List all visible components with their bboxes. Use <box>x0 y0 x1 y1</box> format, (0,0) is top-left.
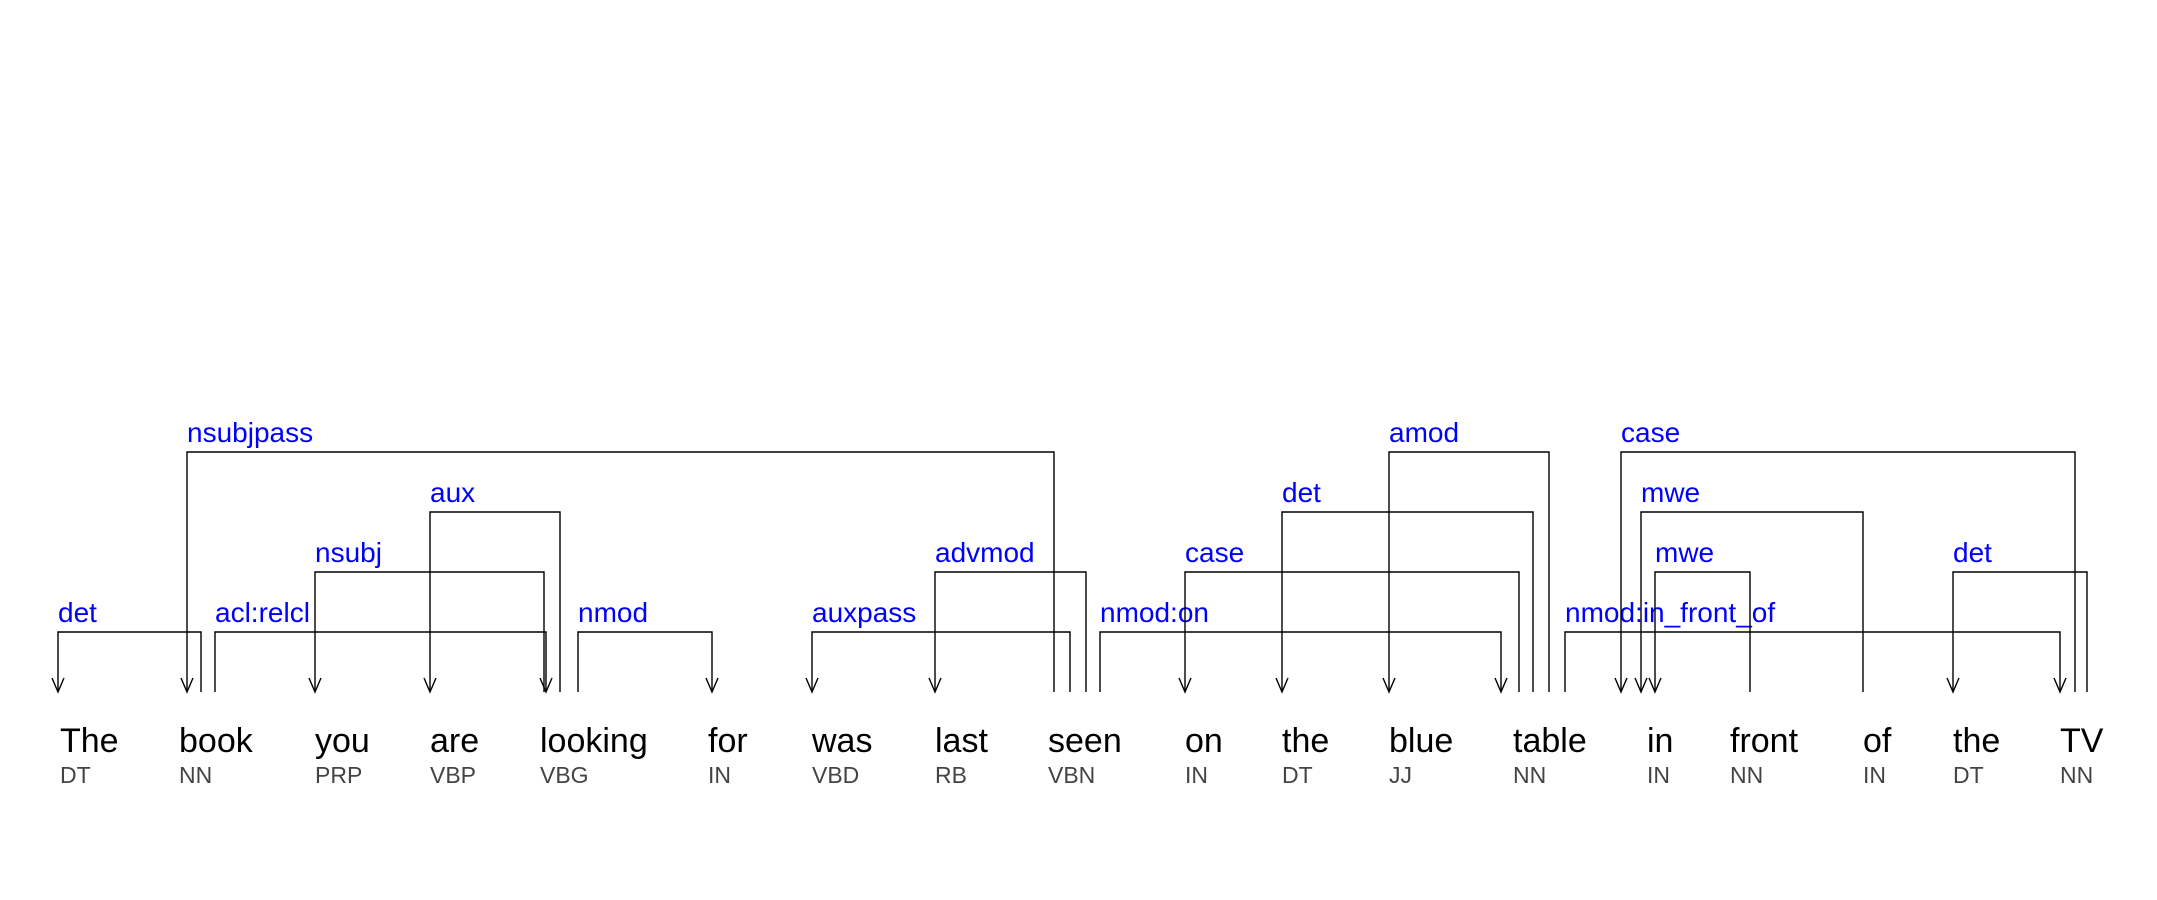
dependency-label: det <box>1953 537 1992 568</box>
token-pos-tag: RB <box>935 762 967 788</box>
arrowhead-icon <box>1634 677 1648 694</box>
arrowhead-icon <box>1275 677 1289 694</box>
arrowhead-icon <box>51 677 65 694</box>
token-pos-tag: IN <box>1647 762 1670 788</box>
token-pos-tag: PRP <box>315 762 362 788</box>
token-pos-tag: VBG <box>540 762 589 788</box>
token-word: of <box>1863 722 1892 760</box>
dependency-arc-det <box>1281 511 1534 692</box>
token-pos-tag: VBN <box>1048 762 1095 788</box>
token-word: you <box>315 722 370 760</box>
dependency-label: case <box>1621 417 1680 448</box>
arrowhead-icon <box>705 677 719 694</box>
dependency-label: advmod <box>935 537 1035 568</box>
token-word: are <box>430 722 479 760</box>
token-pos-tag: NN <box>1513 762 1546 788</box>
dependency-arc-auxpass <box>811 631 1071 692</box>
token-pos-tag: DT <box>1953 762 1984 788</box>
dependency-label: nmod:in_front_of <box>1565 597 1775 628</box>
dependency-label: nmod:on <box>1100 597 1209 628</box>
token-pos-tag: IN <box>708 762 731 788</box>
token-pos-tag: NN <box>1730 762 1763 788</box>
dependency-arc-advmod <box>934 571 1087 692</box>
token-word: blue <box>1389 722 1453 760</box>
dependency-label: det <box>1282 477 1321 508</box>
dependency-arc-amod <box>1388 451 1550 692</box>
token-word: in <box>1647 722 1673 760</box>
token-word: table <box>1513 722 1587 760</box>
token-word: book <box>179 722 254 760</box>
dependency-label: nmod <box>578 597 648 628</box>
arrowhead-icon <box>308 677 322 694</box>
dependency-label: det <box>58 597 97 628</box>
token-pos-tag: JJ <box>1389 762 1412 788</box>
token-pos-tag: DT <box>60 762 91 788</box>
arrowhead-icon <box>1382 677 1396 694</box>
token-row: TheDTbookNNyouPRPareVBPlookingVBGforINwa… <box>60 722 2104 788</box>
dependency-arc-det <box>1952 571 2088 692</box>
token-word: was <box>811 722 872 760</box>
dependency-label: aux <box>430 477 475 508</box>
arrowhead-icon <box>928 677 942 694</box>
dependency-arc-case <box>1184 571 1520 692</box>
dependency-label: amod <box>1389 417 1459 448</box>
token-word: looking <box>540 722 648 760</box>
dependency-arc-nmod <box>577 631 713 692</box>
token-word: TV <box>2060 722 2104 760</box>
arrowhead-icon <box>180 677 194 694</box>
dependency-arc-det <box>57 631 202 692</box>
token-pos-tag: NN <box>2060 762 2093 788</box>
arrowhead-icon <box>1648 677 1662 694</box>
token-word: the <box>1282 722 1329 760</box>
arrowhead-icon <box>1178 677 1192 694</box>
dependency-arc-nmod-in-front-of <box>1564 631 2061 692</box>
token-word: seen <box>1048 722 1122 760</box>
dependency-arc-case <box>1620 451 2076 692</box>
arrowhead-icon <box>423 677 437 694</box>
arrowhead-icon <box>1946 677 1960 694</box>
dependency-arc-mwe <box>1640 511 1864 692</box>
arrowhead-icon <box>2053 677 2067 694</box>
dependency-label: acl:relcl <box>215 597 310 628</box>
token-word: on <box>1185 722 1223 760</box>
dependency-arcs: det acl:relcl nmod auxpass nmod:on nmod:in_fr… <box>51 417 2088 694</box>
token-pos-tag: NN <box>179 762 212 788</box>
dependency-arc-nmod-on <box>1099 631 1502 692</box>
dependency-label: mwe <box>1641 477 1700 508</box>
dependency-label: auxpass <box>812 597 916 628</box>
dependency-label: nsubjpass <box>187 417 313 448</box>
arrowhead-icon <box>1494 677 1508 694</box>
dependency-arc-mwe <box>1654 571 1751 692</box>
dependency-label: case <box>1185 537 1244 568</box>
arrowhead-icon <box>1614 677 1628 694</box>
token-pos-tag: VBD <box>812 762 859 788</box>
token-word: The <box>60 722 119 760</box>
dependency-arc-aux <box>429 511 561 692</box>
dependency-arc-acl-relcl <box>214 631 547 692</box>
token-word: front <box>1730 722 1799 760</box>
dependency-arc-nsubjpass <box>186 451 1055 692</box>
dependency-label: nsubj <box>315 537 382 568</box>
token-word: for <box>708 722 748 760</box>
token-pos-tag: IN <box>1863 762 1886 788</box>
token-pos-tag: DT <box>1282 762 1313 788</box>
dependency-label: mwe <box>1655 537 1714 568</box>
token-word: last <box>935 722 988 760</box>
token-word: the <box>1953 722 2000 760</box>
token-pos-tag: VBP <box>430 762 476 788</box>
arrowhead-icon <box>539 677 553 694</box>
arrowhead-icon <box>805 677 819 694</box>
token-pos-tag: IN <box>1185 762 1208 788</box>
